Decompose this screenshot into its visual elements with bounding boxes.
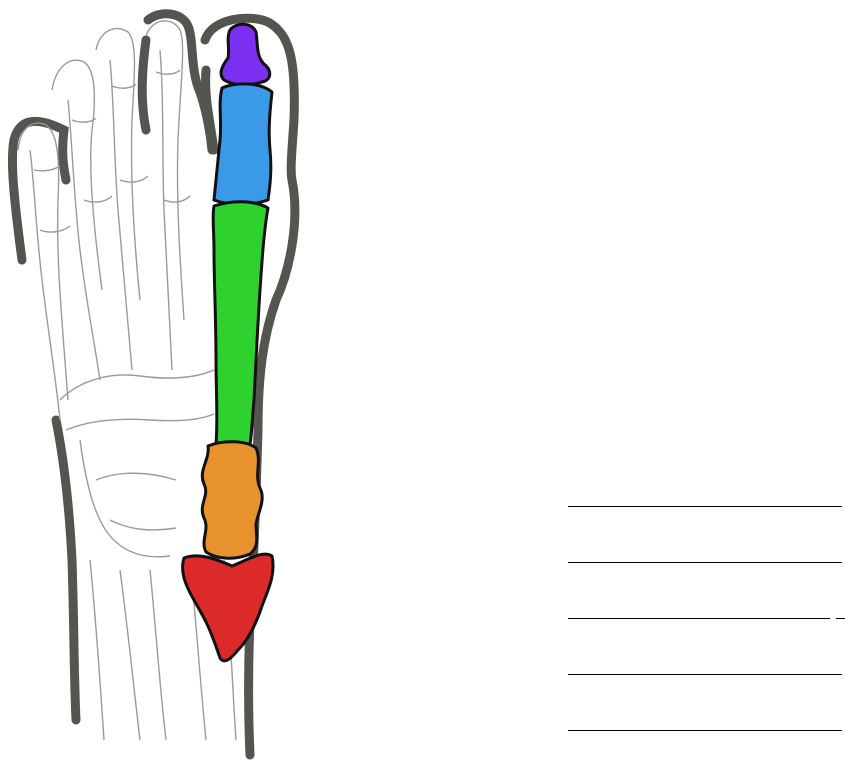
region-lower-segment <box>202 442 262 559</box>
answer-line[interactable] <box>568 730 842 731</box>
region-toe-tip <box>221 24 270 85</box>
answer-line[interactable] <box>568 506 842 507</box>
answer-line[interactable] <box>568 674 842 675</box>
answer-line[interactable] <box>568 562 842 563</box>
answer-line[interactable] <box>568 618 830 619</box>
region-upper-segment <box>214 84 272 205</box>
spine-regions <box>183 24 274 661</box>
small-tick-mark <box>836 618 845 619</box>
region-base-segment <box>183 554 274 661</box>
